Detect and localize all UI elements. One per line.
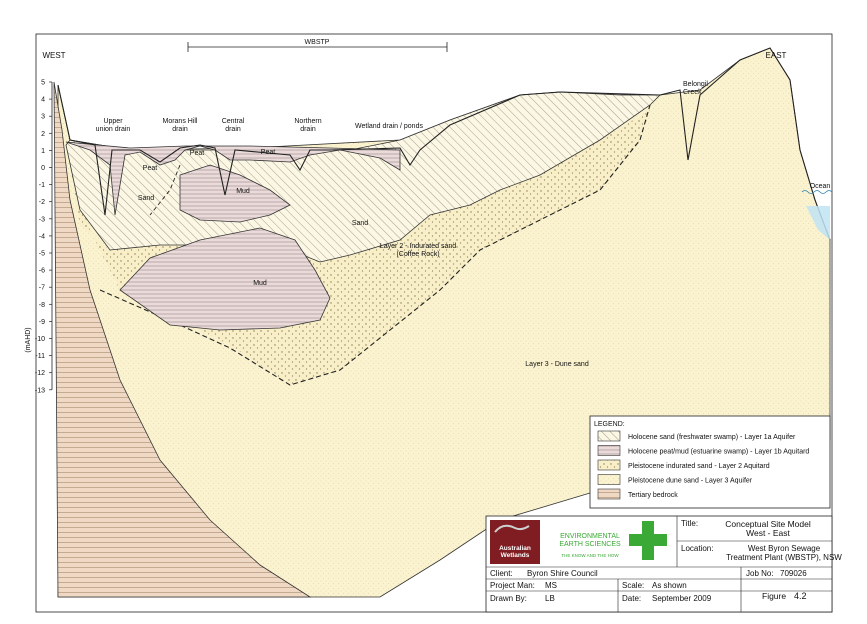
east-label: EAST <box>766 51 787 60</box>
legend-item-label: Pleistocene indurated sand - Layer 2 Aqu… <box>628 463 770 470</box>
y-tick-label: -2 <box>39 199 45 206</box>
legend-swatch <box>597 445 621 456</box>
legend-swatch <box>597 474 621 485</box>
sand-label: Sand <box>138 195 154 202</box>
y-tick-label: 4 <box>41 97 45 104</box>
page-frame <box>35 33 833 613</box>
legend-box <box>589 415 831 509</box>
y-tick-label: -10 <box>35 336 45 343</box>
peat-label: Peat <box>190 150 204 157</box>
client-label: Client: <box>490 569 513 578</box>
tertiary-bedrock <box>53 81 312 598</box>
y-tick-label: -13 <box>35 387 45 394</box>
logo2-sub-text: THE KNOW AND THE HOW <box>561 553 619 558</box>
job-value: 709026 <box>780 569 807 578</box>
cross-logo-icon <box>629 521 667 560</box>
y-tick-label: -8 <box>39 302 45 309</box>
peat-label: Peat <box>261 149 275 156</box>
y-tick-label: 1 <box>41 148 45 155</box>
pm-label: Project Man: <box>490 581 535 590</box>
scale-value: As shown <box>652 581 687 590</box>
layer3-label: Layer 3 - Dune sand <box>525 361 589 368</box>
drawn-label: Drawn By: <box>490 594 527 603</box>
y-tick-label: 0 <box>41 165 45 172</box>
legend-swatch <box>597 459 621 471</box>
client-value: Byron Shire Council <box>527 569 598 578</box>
y-tick-label: -4 <box>39 233 45 240</box>
legend-item-label: Holocene sand (freshwater swamp) - Layer… <box>628 434 796 441</box>
figure-value: 4.2 <box>794 591 807 601</box>
y-tick-label: 5 <box>41 80 45 87</box>
date-value: September 2009 <box>652 594 712 603</box>
y-tick-label: 2 <box>41 131 45 138</box>
drawn-value: LB <box>545 594 555 603</box>
y-tick-label: -1 <box>39 182 45 189</box>
mud-lens-lower <box>119 227 331 331</box>
figure-label: Figure <box>762 591 786 601</box>
sand-label: Sand <box>352 220 368 227</box>
peat-boundary-dashed <box>149 164 181 216</box>
legend-item-label: Holocene peat/mud (estuarine swamp) - La… <box>628 449 809 456</box>
legend-swatch <box>597 430 621 442</box>
layer2-base-line <box>99 104 651 386</box>
y-axis-title: (mAHD) <box>25 327 32 352</box>
legend-title: LEGEND: <box>594 421 625 428</box>
wetland-drain-label: Wetland drain / ponds <box>355 123 423 130</box>
mud-label: Mud <box>236 188 250 195</box>
location-label: Location: <box>681 544 713 553</box>
mud-label: Mud <box>253 280 267 287</box>
ocean-label: Ocean <box>810 183 831 190</box>
title-label: Title: <box>681 519 698 528</box>
y-tick-label: -3 <box>39 216 45 223</box>
y-tick-label: -11 <box>35 353 45 360</box>
ground-surface <box>57 47 831 241</box>
legend-item-label: Tertiary bedrock <box>628 492 678 499</box>
y-tick-label: 3 <box>41 114 45 121</box>
job-label: Job No: <box>746 569 774 578</box>
peat-label: Peat <box>143 165 157 172</box>
ocean-water <box>806 206 830 240</box>
ocean-surface <box>801 190 833 194</box>
bird-icon <box>494 524 530 533</box>
y-tick-label: -7 <box>39 285 45 292</box>
y-axis: 5 4 3 2 1 0 -1 -2 -3 -4 -5 -6 -7 -8 -9 -10 -11 -12 -13 (mAH… <box>25 80 53 394</box>
legend-item-label: Pleistocene dune sand - Layer 3 Aquifer <box>628 478 753 485</box>
y-tick-label: -6 <box>39 268 45 275</box>
y-tick-label: -9 <box>39 319 45 326</box>
west-label: WEST <box>42 51 65 60</box>
mud-lens-central <box>179 164 291 223</box>
title-block-box <box>485 515 833 613</box>
date-label: Date: <box>622 594 641 603</box>
wbstp-label: WBSTP <box>305 39 330 46</box>
pm-value: MS <box>545 581 557 590</box>
legend-swatch <box>597 488 621 500</box>
y-tick-label: -5 <box>39 251 45 258</box>
scale-label: Scale: <box>622 581 644 590</box>
legend: LEGEND:Holocene sand (freshwater swamp) … <box>589 415 831 509</box>
y-tick-label: -12 <box>35 370 45 377</box>
layer2-label: Layer 2 - Indurated sand(Coffee Rock) <box>380 243 456 258</box>
